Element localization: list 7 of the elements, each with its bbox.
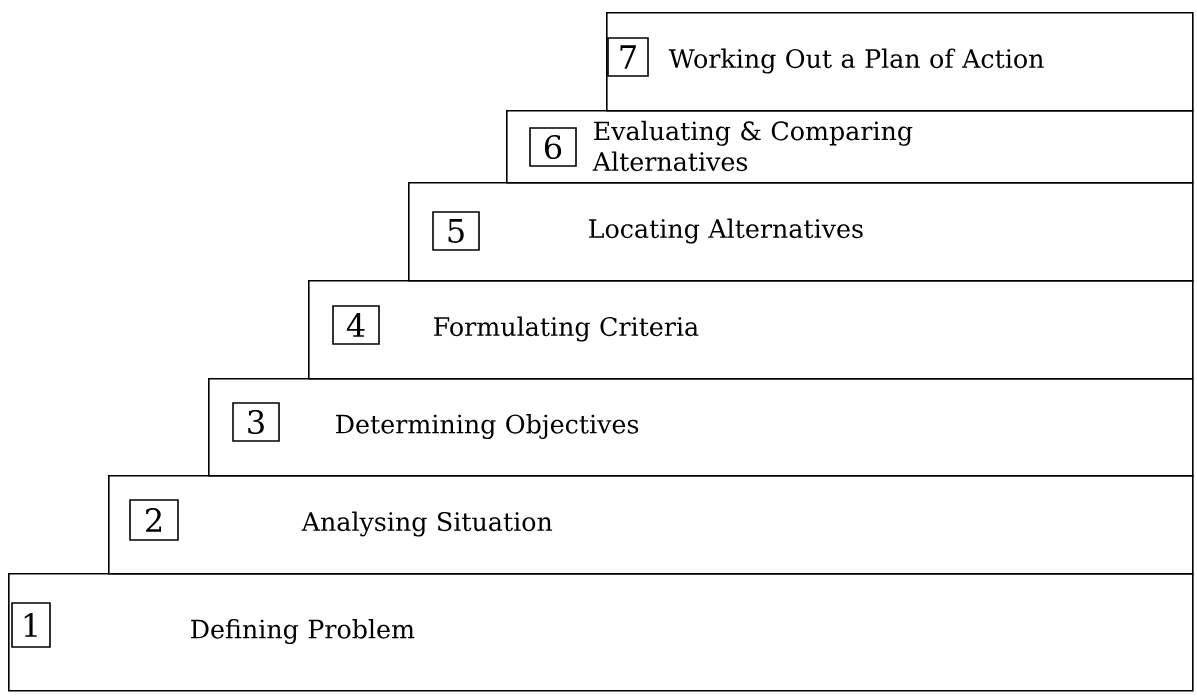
number-box: 7 xyxy=(607,37,649,77)
number-box: 6 xyxy=(529,127,577,167)
number-box: 5 xyxy=(432,211,480,251)
number-box: 2 xyxy=(129,499,179,541)
number-box: 1 xyxy=(11,602,51,648)
number-box: 4 xyxy=(332,305,380,345)
number-box: 3 xyxy=(232,402,280,442)
